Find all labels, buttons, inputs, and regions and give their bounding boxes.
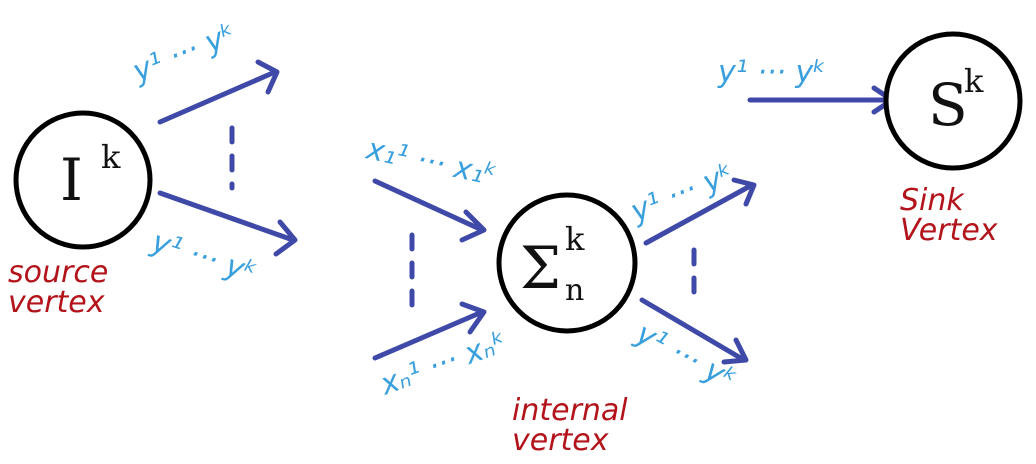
sink-in-arrow	[747, 85, 895, 115]
source-vertex-superscript: k	[101, 138, 121, 176]
internal-in-arrow-top	[372, 178, 487, 243]
sink-vertex-caption-line1: Sink	[900, 183, 965, 218]
internal-vertex-subscript: n	[565, 273, 584, 308]
internal-vertex-circle	[496, 192, 638, 334]
internal-vertex-superscript: k	[565, 220, 585, 258]
source-out-arrow-bottom	[157, 190, 298, 257]
internal-vertex-caption-line2: vertex	[512, 423, 609, 458]
source-vertex-symbol: I	[60, 146, 83, 214]
sink-vertex: S k	[883, 31, 1023, 171]
sink-vertex-caption-line2: Vertex	[900, 213, 998, 248]
sink-in-label: y¹ ··· yᵏ	[717, 55, 826, 90]
internal-out-top-label: y¹ ··· yᵏ	[625, 157, 739, 230]
internal-vertex-caption-line1: internal	[512, 393, 628, 428]
internal-out-arrow-bottom	[639, 297, 749, 365]
source-out-bottom-label: y¹ ··· yᵏ	[147, 224, 261, 291]
internal-in-bottom-label: xₙ¹ ··· xₙᵏ	[375, 325, 512, 403]
source-vertex: I k	[13, 110, 153, 250]
source-vertex-caption-line2: vertex	[8, 285, 105, 320]
source-out-top-label: y¹ ··· yᵏ	[127, 17, 241, 90]
source-out-arrow-top	[157, 59, 280, 125]
sink-vertex-symbol: S	[928, 71, 968, 139]
source-vertex-circle	[13, 110, 153, 250]
internal-in-arrow-bottom	[372, 301, 487, 361]
internal-vertex: Σ k n	[496, 192, 638, 334]
sink-vertex-circle	[883, 31, 1023, 171]
internal-out-arrow-top	[643, 177, 757, 246]
sink-vertex-superscript: k	[964, 62, 984, 100]
internal-vertex-symbol: Σ	[520, 234, 561, 302]
source-vertex-caption-line1: source	[8, 255, 108, 290]
